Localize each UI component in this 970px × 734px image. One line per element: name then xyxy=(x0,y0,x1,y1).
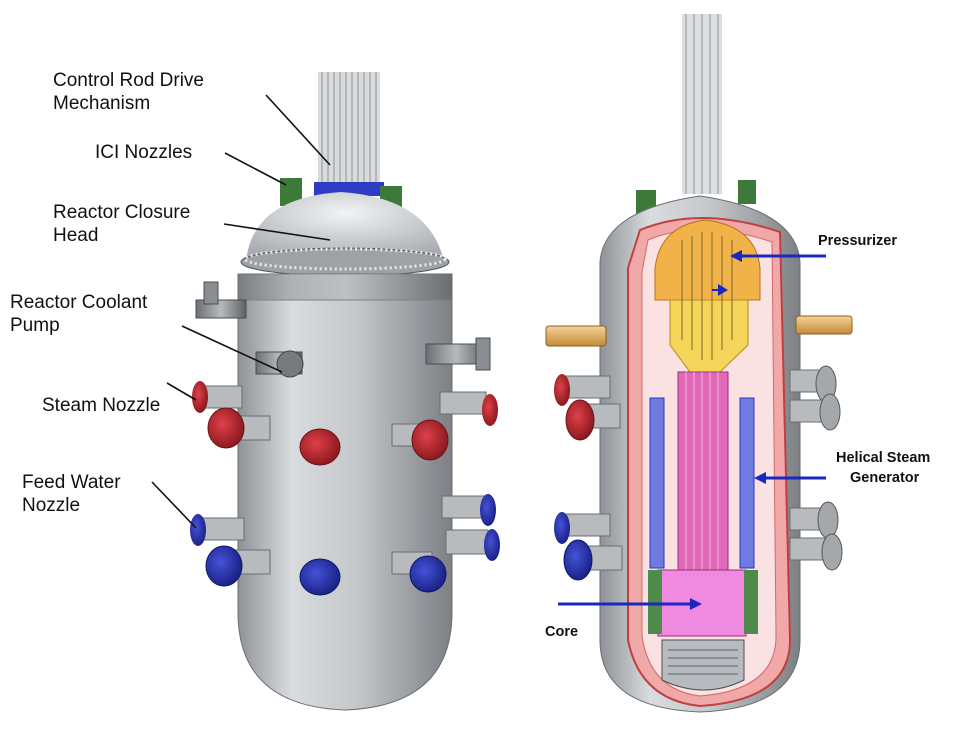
helical-sg-left xyxy=(649,397,665,569)
coolant-pump-front xyxy=(255,350,304,378)
coolant-pump-left xyxy=(195,281,247,319)
label-core: Core xyxy=(545,624,579,640)
closure-head-dome xyxy=(246,192,444,262)
left-leader-lines xyxy=(151,94,331,529)
right-crdm-rods xyxy=(682,14,722,194)
label-feed-water-nozzle: Feed Water Nozzle xyxy=(22,472,121,516)
crdm-rods xyxy=(308,72,384,218)
coolant-pump-right xyxy=(425,337,491,371)
label-crdm-line1: Control Rod Drive xyxy=(53,70,204,91)
label-coolant-pump: Reactor Coolant Pump xyxy=(10,292,148,336)
right-arrows xyxy=(558,250,826,610)
label-steam-nozzle: Steam Nozzle xyxy=(42,395,161,416)
label-pressurizer: Pressurizer xyxy=(818,233,897,249)
steam-nozzles xyxy=(192,381,498,466)
label-crdm: Control Rod Drive Mechanism xyxy=(53,69,204,115)
label-crdm-line2: Mechanism xyxy=(53,93,151,114)
lower-plenum xyxy=(661,639,745,691)
right-steam-nozzles xyxy=(554,365,841,441)
right-reactor-cutaway xyxy=(545,14,853,713)
label-ici-nozzles: ICI Nozzles xyxy=(95,142,193,163)
left-reactor-vessel xyxy=(190,72,500,711)
label-closure-head: Reactor Closure Head xyxy=(53,202,191,246)
label-helical-steam-generator: Helical Steam Generator xyxy=(836,450,931,486)
feed-water-nozzles xyxy=(190,494,500,596)
right-coolant-pumps xyxy=(545,315,853,347)
vessel-body xyxy=(237,273,453,711)
right-feed-water-nozzles xyxy=(554,501,843,581)
helical-sg-right xyxy=(739,397,755,569)
pressurizer-region xyxy=(654,219,761,301)
